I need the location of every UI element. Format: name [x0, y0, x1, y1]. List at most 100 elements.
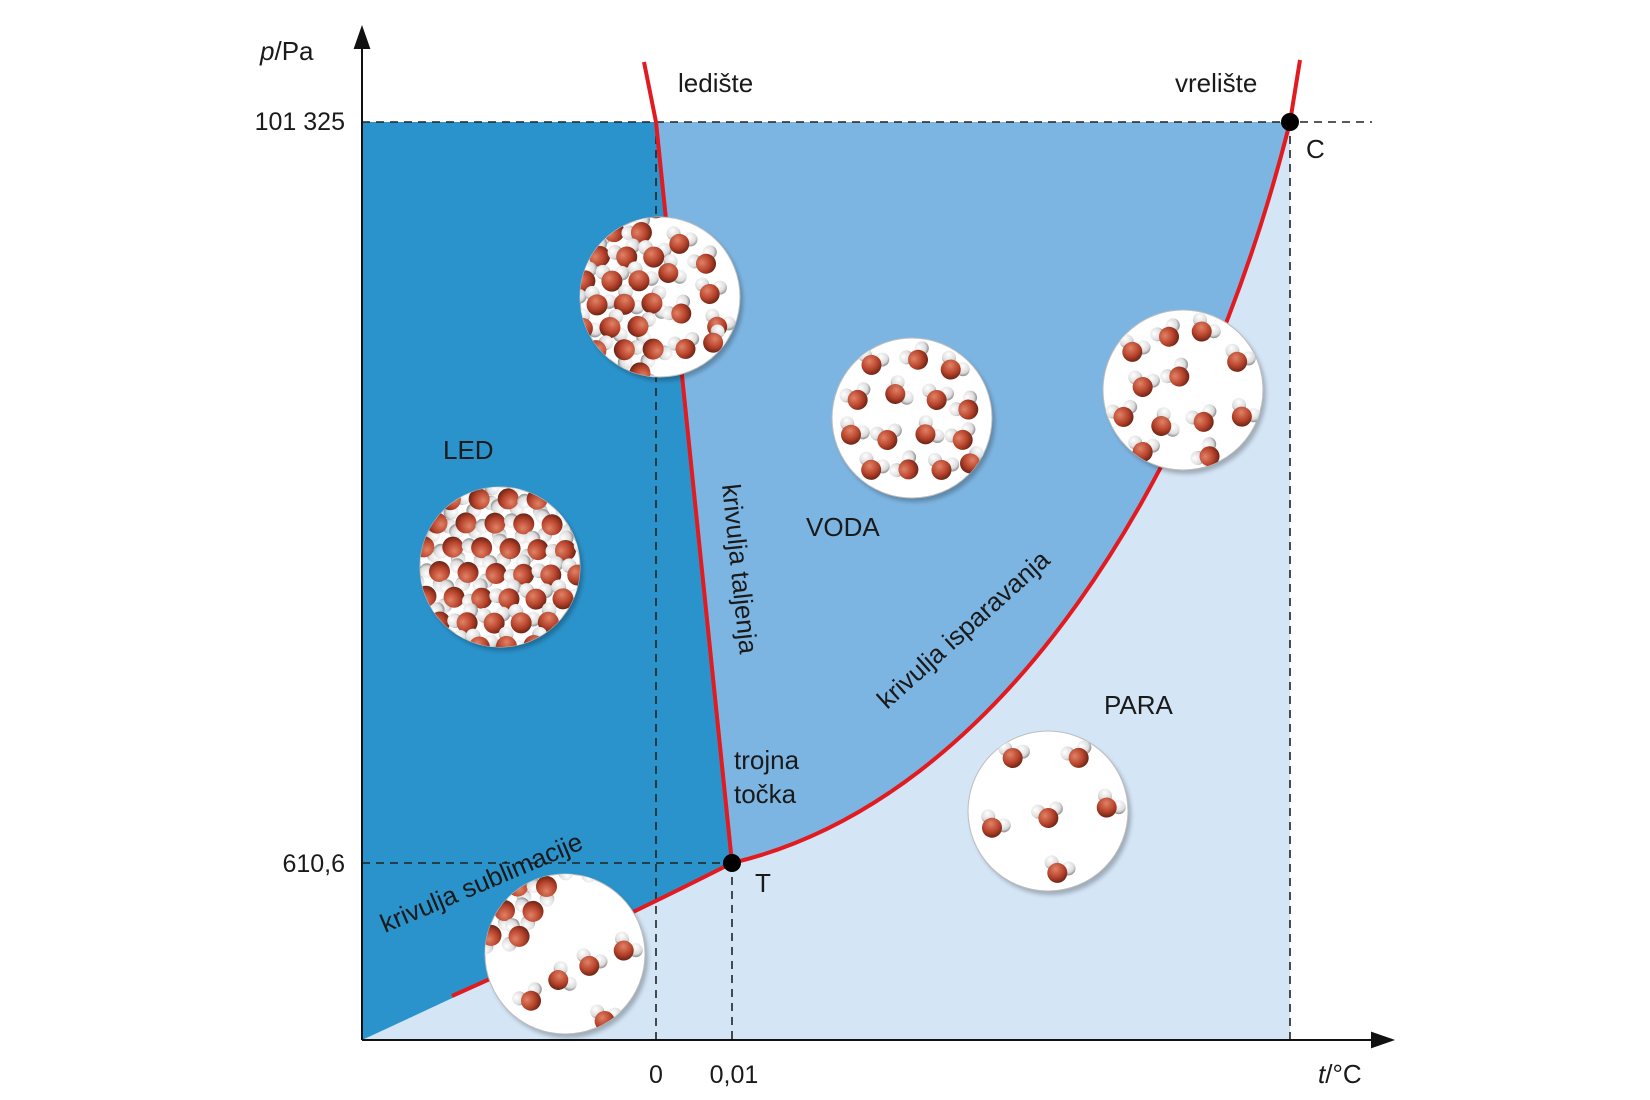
water-molecule — [1105, 399, 1138, 427]
oxygen-atom — [641, 292, 663, 314]
oxygen-atom — [536, 876, 558, 898]
water-molecule — [447, 603, 479, 634]
water-molecule — [595, 264, 630, 292]
oxygen-atom — [1159, 326, 1179, 347]
water-molecule — [949, 390, 979, 420]
oxygen-atom — [554, 539, 576, 561]
oxygen-atom — [442, 536, 464, 558]
oxygen-atom — [548, 970, 569, 990]
water-molecule — [484, 487, 500, 496]
oxygen-atom — [455, 512, 477, 534]
oxygen-atom — [508, 925, 530, 947]
critical-point-label: C — [1306, 134, 1325, 164]
critical-point-marker — [1281, 113, 1299, 131]
oxygen-atom — [658, 263, 679, 283]
oxygen-atom — [522, 900, 544, 922]
y-axis-title: p/Pa — [259, 36, 314, 66]
water-molecule — [1185, 404, 1217, 432]
water-molecule — [1044, 855, 1076, 883]
oxygen-atom — [841, 424, 861, 445]
liquid-bubble — [831, 337, 995, 502]
water-molecule — [940, 350, 970, 380]
oxygen-atom — [485, 562, 507, 584]
water-molecule — [613, 339, 645, 370]
freezing-point-label: ledište — [678, 68, 753, 98]
water-molecule — [501, 918, 530, 952]
oxygen-atom — [958, 399, 979, 420]
water-molecule — [1150, 318, 1180, 347]
oxygen-atom — [456, 612, 478, 634]
water-molecule — [658, 254, 687, 284]
water-molecule — [462, 578, 493, 609]
oxygen-atom — [915, 424, 936, 445]
water-molecule — [1031, 801, 1063, 828]
oxygen-atom — [629, 362, 651, 377]
oxygen-atom — [497, 488, 519, 510]
water-molecule — [514, 897, 544, 931]
water-molecule — [687, 245, 717, 274]
water-molecule — [839, 382, 871, 410]
water-molecule — [638, 240, 672, 268]
oxygen-atom — [510, 612, 532, 634]
water-molecule — [915, 415, 945, 445]
oxygen-atom — [498, 588, 520, 610]
oxygen-atom — [495, 635, 517, 647]
oxygen-atom — [952, 429, 973, 450]
oxygen-atom — [1231, 406, 1252, 427]
oxygen-atom — [525, 588, 547, 610]
water-molecule — [561, 558, 580, 586]
oxygen-atom — [513, 513, 535, 535]
oxygen-atom — [627, 315, 649, 337]
water-molecule — [1151, 407, 1180, 437]
oxygen-atom — [484, 512, 506, 534]
oxygen-atom — [541, 514, 563, 536]
oxygen-atom — [1169, 366, 1190, 387]
oxygen-atom — [420, 536, 435, 558]
oxygen-atom — [630, 222, 652, 244]
oxygen-atom — [671, 303, 692, 324]
oxygen-atom — [931, 459, 952, 480]
water-molecule — [599, 309, 628, 343]
water-molecule — [1190, 437, 1220, 467]
oxygen-atom — [601, 270, 623, 292]
melting-curve — [642, 61, 734, 864]
water-molecule — [489, 579, 521, 610]
water-molecule — [545, 530, 576, 561]
oxygen-atom — [521, 990, 541, 1011]
y-axis-arrow — [353, 24, 371, 49]
oxygen-atom — [1113, 406, 1134, 427]
vaporization-bubble — [1102, 309, 1266, 474]
water-molecule — [613, 931, 643, 961]
oxygen-atom — [1191, 321, 1212, 342]
oxygen-atom — [675, 338, 696, 359]
liquid-label: VODA — [806, 512, 880, 542]
triple-point-label: T — [755, 868, 771, 898]
water-molecule — [641, 285, 669, 319]
x-axis-unit: /°C — [1325, 1059, 1361, 1089]
triple-point-text-1: trojna — [734, 745, 800, 775]
triple-point-text-2: točka — [734, 779, 797, 809]
oxygen-atom — [898, 459, 919, 480]
oxygen-atom — [580, 270, 596, 292]
vapor-label: PARA — [1104, 690, 1174, 720]
oxygen-atom — [599, 316, 621, 338]
oxygen-atom — [567, 564, 580, 586]
water-molecule — [580, 289, 587, 316]
oxygen-atom — [468, 488, 490, 510]
hydrogen-atom — [558, 874, 574, 881]
hydrogen-atom — [484, 487, 500, 496]
hydrogen-atom — [580, 289, 587, 304]
y-tick-101325: 101 325 — [255, 108, 345, 136]
oxygen-atom — [982, 817, 1002, 838]
water-molecule — [508, 604, 541, 634]
water-molecule — [476, 606, 511, 634]
oxygen-atom — [1199, 446, 1220, 467]
water-molecule — [613, 284, 645, 315]
water-molecule — [449, 558, 479, 592]
vaporization-curve — [731, 59, 1302, 865]
oxygen-atom — [1193, 411, 1214, 432]
water-molecule — [535, 508, 563, 543]
water-molecule — [1160, 357, 1190, 387]
oxygen-atom — [1047, 862, 1068, 883]
water-molecule — [1119, 334, 1151, 362]
